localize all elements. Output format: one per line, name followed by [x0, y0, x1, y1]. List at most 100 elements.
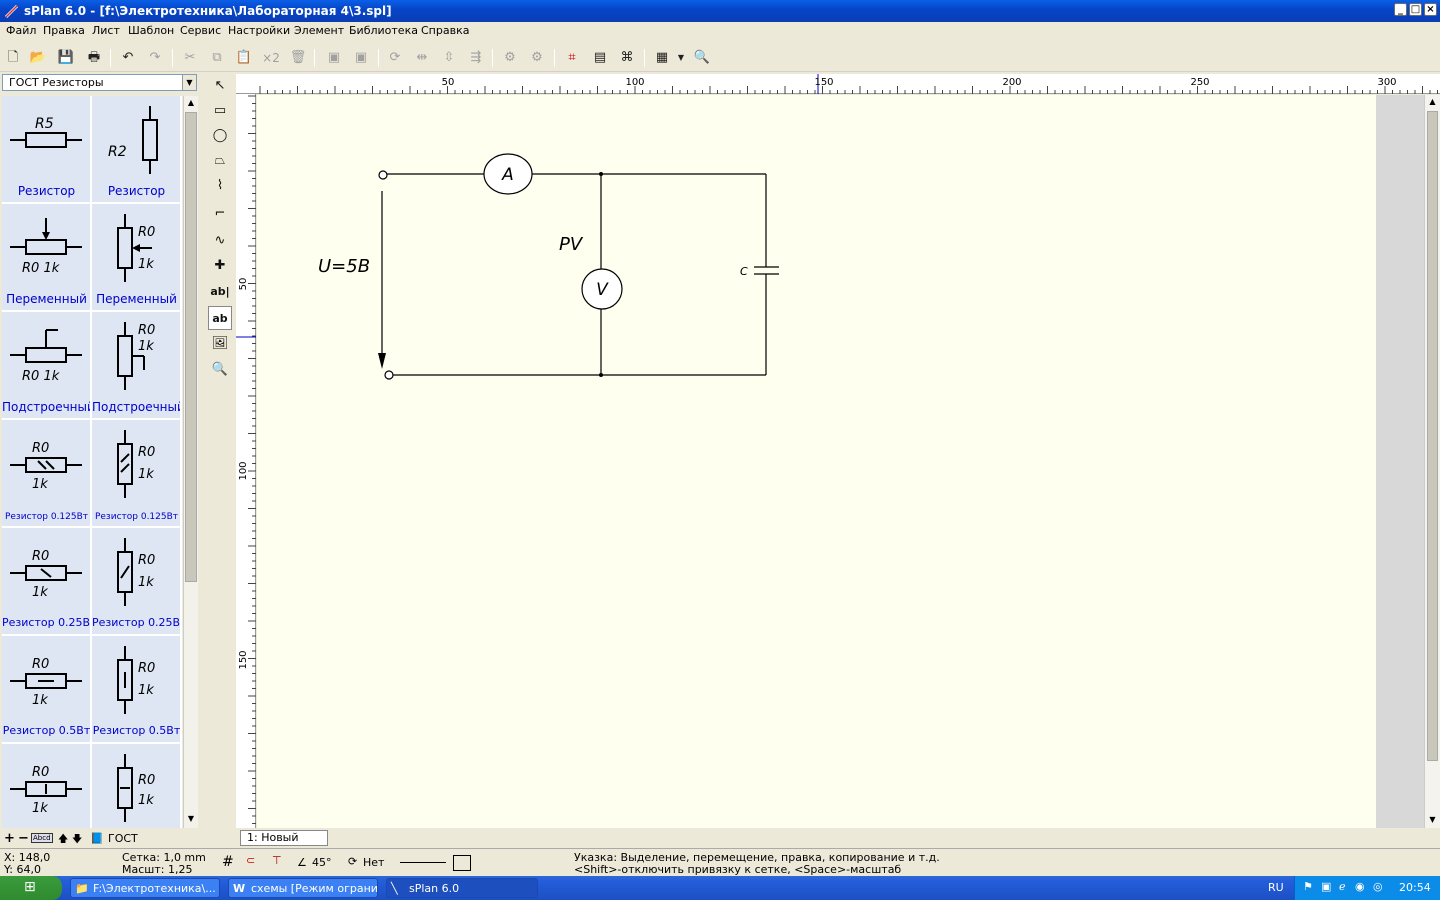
- ellipse-icon[interactable]: ◯: [212, 128, 228, 143]
- pointer-icon[interactable]: ↖: [214, 78, 226, 93]
- group-icon[interactable]: ⚙: [504, 50, 516, 65]
- print-icon[interactable]: 🖶: [87, 50, 101, 65]
- mirror-v-icon[interactable]: ⇳: [443, 50, 455, 65]
- polyline-icon[interactable]: ⌇: [216, 178, 224, 193]
- scroll-up-icon[interactable]: ▲: [187, 98, 195, 107]
- rotate-snap-icon[interactable]: ⟳: [348, 855, 358, 868]
- taskbar-item-splan[interactable]: ╲ sPlan 6.0: [386, 878, 538, 898]
- copy-icon[interactable]: ⧉: [212, 50, 222, 65]
- library-item[interactable]: R0 1k Резистор 0.5Вт: [2, 636, 91, 743]
- library-item[interactable]: R0 1k Резистор 0.25Вт: [92, 528, 181, 635]
- taskbar-item-word[interactable]: W схемы [Режим ограни...: [228, 878, 378, 898]
- library-item[interactable]: R0 1k Подстроечный: [92, 312, 181, 419]
- snap-icon[interactable]: ⌗: [568, 50, 576, 65]
- taskbar-item-explorer[interactable]: 📁 F:\Электротехника\...: [70, 878, 220, 898]
- minimize-button[interactable]: _: [1394, 3, 1407, 16]
- open-folder-icon[interactable]: 📂: [29, 50, 47, 65]
- library-item[interactable]: R0 1k Переменный: [2, 204, 91, 311]
- menu-template[interactable]: Шаблон: [128, 24, 175, 37]
- mirror-h-icon[interactable]: ⇹: [416, 50, 428, 65]
- menu-library[interactable]: Библиотека: [349, 24, 418, 37]
- library-item[interactable]: R2 Резистор: [92, 96, 181, 203]
- library-select[interactable]: ГОСТ Резисторы ▼: [2, 74, 197, 91]
- menu-settings[interactable]: Настройки: [228, 24, 291, 37]
- send-back-icon[interactable]: ▣: [354, 50, 368, 65]
- start-button[interactable]: ⊞: [0, 876, 62, 900]
- angle-value[interactable]: 45°: [312, 856, 332, 869]
- menu-file[interactable]: Файл: [6, 24, 37, 37]
- zoom-icon[interactable]: 🔍: [211, 362, 229, 377]
- pin-icon[interactable]: ⊤: [272, 854, 282, 867]
- scroll-thumb[interactable]: [185, 112, 197, 582]
- antivirus-icon[interactable]: ◎: [1373, 880, 1383, 893]
- library-item[interactable]: R0 1k Резистор 0.25Вт: [2, 528, 91, 635]
- find-binoculars-icon[interactable]: ⌘: [620, 50, 634, 65]
- text-tool-icon[interactable]: ab|: [210, 285, 230, 298]
- canvas-vertical-scrollbar[interactable]: ▲ ▼: [1424, 95, 1440, 828]
- library-item[interactable]: R5 Резистор: [2, 96, 91, 203]
- zoom-fit-icon[interactable]: 🔍: [693, 50, 711, 65]
- library-item[interactable]: R0 1k: [2, 744, 91, 828]
- add-icon[interactable]: +: [4, 831, 15, 846]
- restore-button[interactable]: □: [1409, 3, 1422, 16]
- menu-help[interactable]: Справка: [421, 24, 470, 37]
- library-item[interactable]: R0 1k Подстроечный: [2, 312, 91, 419]
- scroll-up-icon[interactable]: ▲: [1429, 97, 1436, 106]
- parts-list-icon[interactable]: ▤: [593, 50, 607, 65]
- ungroup-icon[interactable]: ⚙: [531, 50, 543, 65]
- page-setup-icon[interactable]: ▦: [655, 50, 669, 65]
- move-down-icon[interactable]: 🡇: [72, 834, 83, 845]
- angle-icon[interactable]: ∠: [297, 856, 307, 869]
- library-item[interactable]: R0 1k Резистор 0.125Вт: [92, 420, 181, 527]
- paste-icon[interactable]: 📋: [235, 50, 253, 65]
- menu-element[interactable]: Элемент: [294, 24, 345, 37]
- library-item[interactable]: R0 1k Переменный: [92, 204, 181, 311]
- move-up-icon[interactable]: 🡅: [58, 834, 69, 845]
- snap-value[interactable]: Нет: [363, 856, 385, 869]
- grid-icon[interactable]: #: [222, 854, 234, 870]
- abcd-icon[interactable]: Abcd: [31, 833, 53, 843]
- new-file-icon[interactable]: 🗋: [7, 50, 19, 65]
- rotate-icon[interactable]: ⟳: [389, 50, 401, 65]
- magnet-icon[interactable]: ⊂: [246, 854, 256, 867]
- duplicate-icon[interactable]: ×2: [262, 51, 280, 65]
- network-icon[interactable]: ⚑: [1303, 880, 1313, 893]
- remove-icon[interactable]: −: [18, 831, 29, 846]
- close-button[interactable]: ×: [1424, 3, 1437, 16]
- volume-icon[interactable]: ◉: [1355, 880, 1365, 893]
- dropdown-arrow-icon[interactable]: ▼: [677, 53, 685, 62]
- line-style-preview[interactable]: [400, 862, 446, 863]
- scroll-down-icon[interactable]: ▼: [187, 814, 195, 823]
- redo-icon[interactable]: ↷: [149, 50, 161, 65]
- save-icon[interactable]: 💾: [57, 50, 75, 65]
- ie-icon[interactable]: ℯ: [1339, 880, 1346, 893]
- display-icon[interactable]: ▣: [1321, 880, 1332, 893]
- library-scrollbar[interactable]: ▲ ▼: [183, 96, 198, 828]
- image-icon[interactable]: 🖼: [211, 336, 229, 351]
- scroll-thumb[interactable]: [1427, 111, 1438, 761]
- menu-service[interactable]: Сервис: [180, 24, 222, 37]
- scroll-down-icon[interactable]: ▼: [1429, 815, 1436, 824]
- line-icon[interactable]: ⌐: [214, 206, 226, 221]
- fill-style-preview[interactable]: [453, 855, 471, 871]
- align-icon[interactable]: ⇶: [470, 50, 482, 65]
- library-item[interactable]: R0 1k Резистор 0.125Вт: [2, 420, 91, 527]
- sheet-tab[interactable]: 1: Новый лист: [240, 830, 328, 858]
- bezier-icon[interactable]: ∿: [214, 233, 226, 248]
- chevron-down-icon[interactable]: ▼: [182, 75, 196, 90]
- drawing-canvas[interactable]: A V PV U=5B C: [257, 95, 1376, 828]
- undo-icon[interactable]: ↶: [122, 50, 134, 65]
- library-item[interactable]: R0 1k Резистор 0.5Вт: [92, 636, 181, 743]
- junction-icon[interactable]: ✚: [214, 258, 226, 273]
- polygon-icon[interactable]: ⏢: [214, 153, 226, 168]
- bring-front-icon[interactable]: ▣: [327, 50, 341, 65]
- delete-icon[interactable]: 🗑: [289, 50, 307, 65]
- textbox-tool-icon[interactable]: ab: [208, 306, 232, 330]
- voltmeter-label: V: [596, 280, 609, 300]
- language-indicator[interactable]: RU: [1268, 881, 1284, 894]
- menu-sheet[interactable]: Лист: [92, 24, 120, 37]
- menu-edit[interactable]: Правка: [43, 24, 85, 37]
- library-item[interactable]: R0 1k: [92, 744, 181, 828]
- rectangle-icon[interactable]: ▭: [213, 103, 227, 118]
- cut-icon[interactable]: ✂: [184, 50, 196, 65]
